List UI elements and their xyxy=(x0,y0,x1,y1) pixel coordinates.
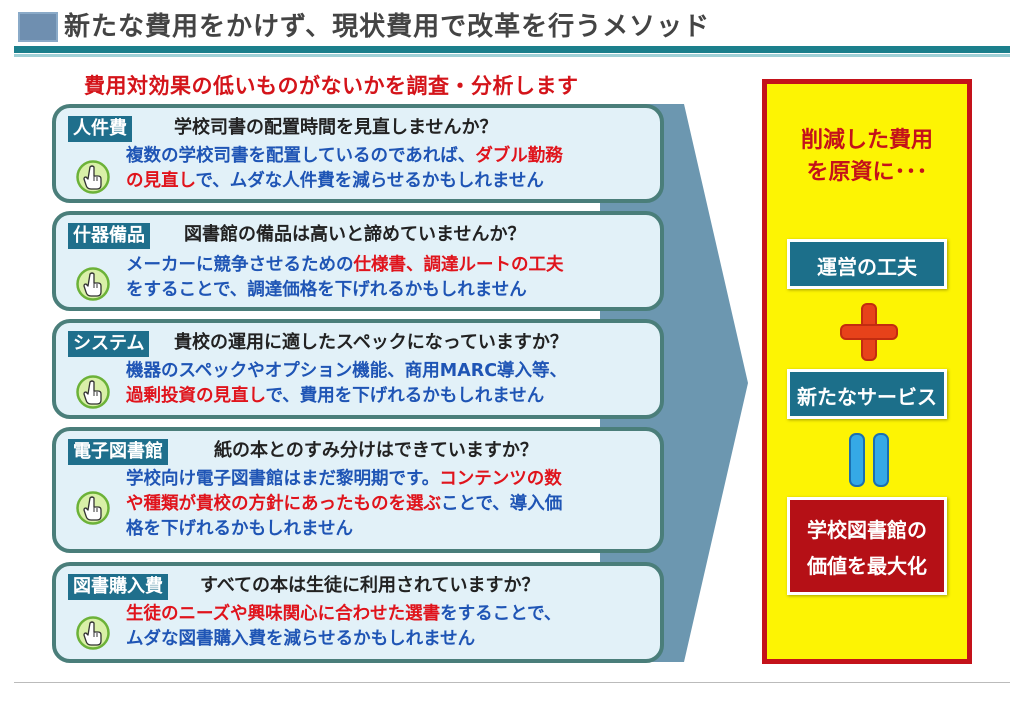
footer-divider xyxy=(14,682,1010,683)
card-body-line: ムダな図書購入費を減らせるかもしれません xyxy=(126,627,646,652)
card-label: 電子図書館 xyxy=(68,439,168,465)
card-body: 学校向け電子図書館はまだ黎明期です。コンテンツの数や種類が貴校の方針にあったもの… xyxy=(126,467,646,542)
card-body: 生徒のニーズや興味関心に合わせた選書をすることで、ムダな図書購入費を減らせるかも… xyxy=(126,602,646,652)
pointing-hand-icon xyxy=(76,160,110,194)
new-service-box: 新たなサービス xyxy=(787,369,947,419)
card-body: 機器のスペックやオプション機能、商用MARC導入等、過剰投資の見直しで、費用を下… xyxy=(126,359,646,409)
equals-icon xyxy=(849,433,889,487)
result-panel: 削減した費用 を原資に･･･ 運営の工夫 新たなサービス 学校図書館の 価値を最… xyxy=(762,79,972,664)
card-body-line: 格を下げれるかもしれません xyxy=(126,517,646,542)
card-body-line: 複数の学校司書を配置しているのであれば、ダブル勤務 xyxy=(126,144,646,169)
highlight-text: や種類が貴校の方針にあったものを選ぶ xyxy=(126,494,441,514)
card-body: メーカーに競争させるための仕様書、調達ルートの工夫をすることで、調達価格を下げれ… xyxy=(126,253,646,303)
plus-icon xyxy=(840,303,898,361)
body-text: ことで、導入価 xyxy=(441,494,563,514)
body-text: ムダな図書購入費を減らせるかもしれません xyxy=(126,629,476,649)
highlight-text: の見直し xyxy=(126,171,196,191)
highlight-text: ダブル勤務 xyxy=(475,146,563,166)
highlight-text: コンテンツの数 xyxy=(439,469,562,489)
panel-heading-line2: を原資に･･･ xyxy=(806,160,928,185)
page-title: 新たな費用をかけず、現状費用で改革を行うメソッド xyxy=(64,12,711,42)
body-text: 機器のスペックやオプション機能、商用MARC導入等、 xyxy=(126,361,568,381)
card-book-purchase: 図書購入費 すべての本は生徒に利用されていますか？ 生徒のニーズや興味関心に合わ… xyxy=(52,562,664,663)
card-label: システム xyxy=(68,331,150,357)
pointing-hand-icon xyxy=(76,375,110,409)
title-square-icon xyxy=(18,12,58,42)
card-question: 学校司書の配置時間を見直しませんか？ xyxy=(174,117,498,138)
highlight-text: 仕様書、調達ルートの工夫 xyxy=(353,255,564,275)
card-personnel: 人件費 学校司書の配置時間を見直しませんか？ 複数の学校司書を配置しているのであ… xyxy=(52,104,664,203)
card-question: 図書館の備品は高いと諦めていませんか？ xyxy=(184,224,526,245)
header-divider-light xyxy=(14,54,1010,57)
result-line2: 価値を最大化 xyxy=(807,554,927,578)
card-body-line: 学校向け電子図書館はまだ黎明期です。コンテンツの数 xyxy=(126,467,646,492)
card-question: 貴校の運用に適したスペックになっていますか？ xyxy=(174,332,568,353)
card-label: 人件費 xyxy=(68,116,132,142)
card-body-line: や種類が貴校の方針にあったものを選ぶことで、導入価 xyxy=(126,492,646,517)
header-divider xyxy=(14,46,1010,53)
subtitle: 費用対効果の低いものがないかを調査・分析します xyxy=(84,74,579,98)
maximize-value-box: 学校図書館の 価値を最大化 xyxy=(787,497,947,595)
pointing-hand-icon xyxy=(76,616,110,650)
card-body: 複数の学校司書を配置しているのであれば、ダブル勤務の見直しで、ムダな人件費を減ら… xyxy=(126,144,646,194)
pointing-hand-icon xyxy=(76,267,110,301)
body-text: 学校向け電子図書館はまだ黎明期です。 xyxy=(126,469,440,489)
card-body-line: 生徒のニーズや興味関心に合わせた選書をすることで、 xyxy=(126,602,646,627)
card-body-line: をすることで、調達価格を下げれるかもしれません xyxy=(126,278,646,303)
operation-improvement-box: 運営の工夫 xyxy=(787,239,947,289)
card-system: システム 貴校の運用に適したスペックになっていますか？ 機器のスペックやオプショ… xyxy=(52,319,664,419)
result-line1: 学校図書館の xyxy=(807,518,927,542)
body-text: で、費用を下げれるかもしれません xyxy=(265,386,545,406)
pointing-hand-icon xyxy=(76,491,110,525)
card-question: すべての本は生徒に利用されていますか？ xyxy=(200,575,540,596)
body-text: をすることで、 xyxy=(440,604,562,624)
card-label: 図書購入費 xyxy=(68,574,168,600)
card-label: 什器備品 xyxy=(68,223,150,249)
body-text: をすることで、調達価格を下げれるかもしれません xyxy=(126,280,527,300)
body-text: で、ムダな人件費を減らせるかもしれません xyxy=(195,171,544,191)
body-text: メーカーに競争させるための xyxy=(126,255,354,275)
highlight-text: 過剰投資の見直し xyxy=(126,386,266,406)
card-furniture: 什器備品 図書館の備品は高いと諦めていませんか？ メーカーに競争させるための仕様… xyxy=(52,211,664,311)
card-body-line: の見直しで、ムダな人件費を減らせるかもしれません xyxy=(126,169,646,194)
body-text: 複数の学校司書を配置しているのであれば、 xyxy=(126,146,476,166)
card-body-line: メーカーに競争させるための仕様書、調達ルートの工夫 xyxy=(126,253,646,278)
card-question: 紙の本とのすみ分けはできていますか？ xyxy=(214,440,538,461)
highlight-text: 生徒のニーズや興味関心に合わせた選書 xyxy=(126,604,441,624)
card-ebook-library: 電子図書館 紙の本とのすみ分けはできていますか？ 学校向け電子図書館はまだ黎明期… xyxy=(52,427,664,553)
card-body-line: 過剰投資の見直しで、費用を下げれるかもしれません xyxy=(126,384,646,409)
card-body-line: 機器のスペックやオプション機能、商用MARC導入等、 xyxy=(126,359,646,384)
panel-heading-line1: 削減した費用 xyxy=(800,128,933,153)
body-text: 格を下げれるかもしれません xyxy=(126,519,353,539)
